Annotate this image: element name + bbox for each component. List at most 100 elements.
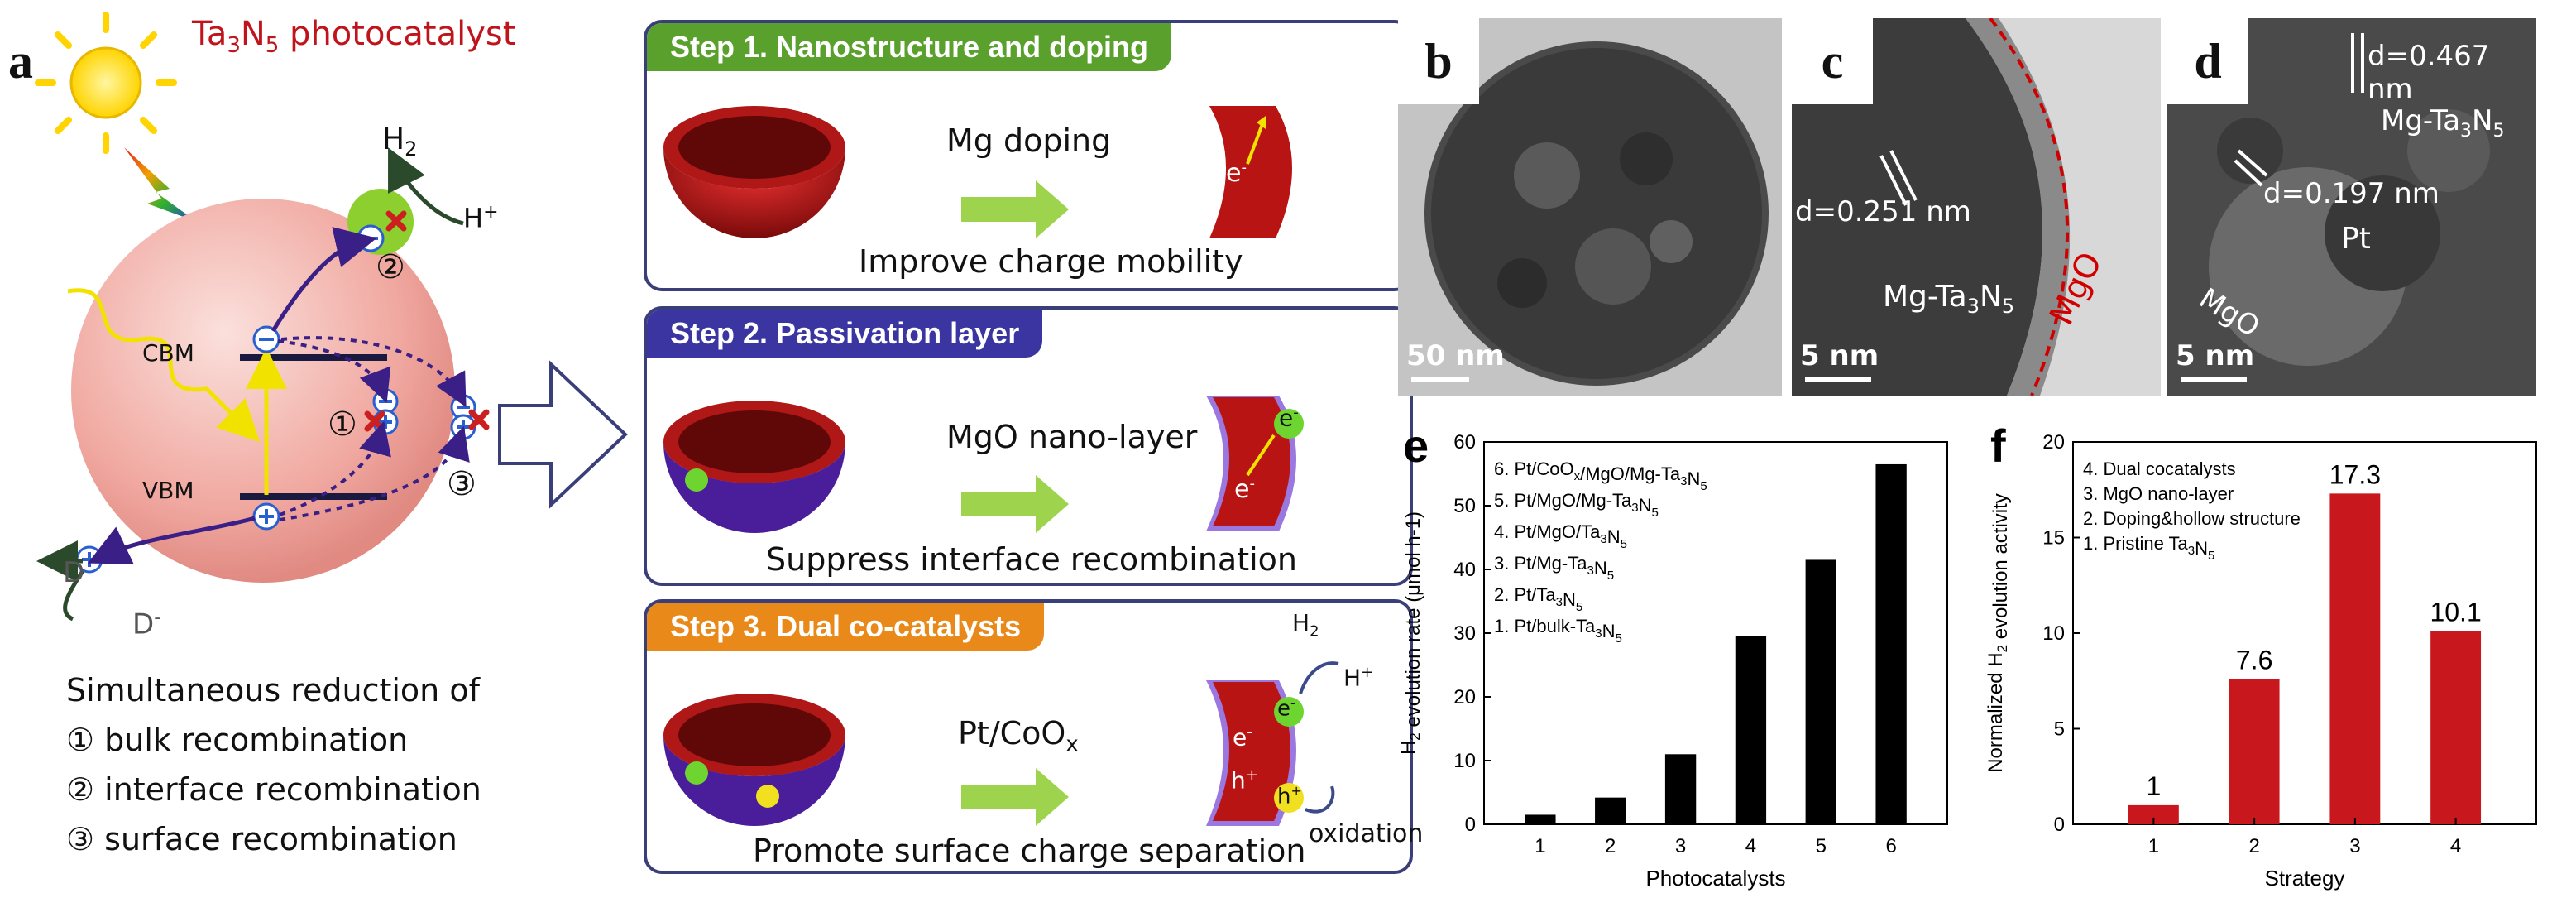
bar: [2128, 804, 2179, 824]
scale-label: 50 nm: [1406, 339, 1505, 372]
d-spacing-label: d=0.251 nm: [1795, 195, 1971, 228]
y-tick-label: 20: [2042, 431, 2065, 454]
chart-f: f051015201127.6317.3410.1StrategyNormali…: [1985, 422, 2537, 891]
electron-label: e-: [1279, 404, 1299, 432]
step-3-box: Step 3. Dual co-catalysts Pt/CoOx H2 H+ …: [644, 599, 1423, 874]
hole-icon: [252, 502, 280, 531]
panel-a-schematic: [35, 12, 628, 622]
y-tick-label: 0: [2054, 814, 2065, 836]
electron-icon: [357, 224, 385, 252]
h-plus-label: H+: [463, 202, 499, 234]
y-tick-label: 60: [1453, 431, 1476, 454]
legend-entry: 1. Pt/bulk-Ta3N5: [1494, 616, 1622, 646]
bar: [1805, 559, 1836, 824]
summary-item: ① bulk recombination: [66, 722, 409, 758]
x-tick-label: 3: [2349, 835, 2360, 857]
legend-entry: 2. Doping&hollow structure: [2083, 508, 2301, 529]
d-spacing-label: d=0.197 nm: [2263, 177, 2440, 210]
panel-a-title: Ta3N5 photocatalyst: [192, 15, 516, 58]
y-tick-label: 10: [2042, 622, 2065, 645]
bar: [1735, 636, 1767, 824]
step-3-h2: H2: [1292, 609, 1319, 641]
h2-label: H2: [382, 122, 418, 161]
step-2-box: Step 2. Passivation layer MgO nano-layer…: [644, 306, 1413, 586]
y-tick-label: 50: [1453, 495, 1476, 517]
material-label: Mg-Ta3N5: [2381, 104, 2505, 142]
scale-bar: [2181, 377, 2247, 382]
electron-label: e-: [1226, 159, 1247, 188]
cbm-label: CBM: [142, 339, 194, 367]
panel-a-label: a: [8, 34, 33, 89]
tem-image-b: b 50 nm: [1398, 18, 1782, 396]
step-3-action: Pt/CoOx: [958, 715, 1079, 757]
scale-label: 5 nm: [1800, 339, 1879, 372]
y-tick-label: 10: [1453, 750, 1476, 772]
summary-item: ③ surface recombination: [66, 821, 457, 857]
light-bolt-icon: [124, 147, 197, 222]
particle: [71, 199, 455, 583]
y-axis-label: Normalized H2 evolution activity: [1985, 493, 2012, 773]
electron-label: e-: [1277, 695, 1295, 722]
x-tick-label: 2: [1605, 835, 1616, 857]
bar: [1875, 463, 1907, 824]
tem-c-image: [1792, 18, 2161, 396]
x-axis-label: Photocatalysts: [1645, 866, 1785, 891]
tem-b-image: [1398, 18, 1782, 396]
d-label: D: [63, 556, 85, 589]
x-axis-label: Strategy: [2265, 866, 2345, 891]
summary-item: ② interface recombination: [66, 771, 481, 808]
x-tick-label: 4: [1745, 835, 1756, 857]
x-tick-label: 1: [1535, 835, 1545, 857]
sun-icon: [35, 12, 177, 154]
bar: [2329, 493, 2381, 824]
y-tick-label: 30: [1453, 622, 1476, 645]
hole-label: h+: [1277, 783, 1302, 809]
step-2-caption: Suppress interface recombination: [766, 541, 1298, 578]
x-tick-label: 6: [1885, 835, 1896, 857]
legend-entry: 3. Pt/Mg-Ta3N5: [1494, 553, 1614, 583]
scale-bar: [1805, 377, 1871, 382]
tem-b-label: b: [1398, 18, 1479, 104]
d-minus-label: D-: [132, 607, 161, 641]
marker-3: ③: [447, 465, 476, 503]
flow-arrow-icon: [498, 360, 628, 509]
data-label: 1: [2146, 771, 2161, 801]
scale-label: 5 nm: [2176, 339, 2255, 372]
marker-2: ②: [376, 248, 405, 286]
lattice-marker-icon: [1879, 150, 1918, 206]
step-3-oxidation: oxidation: [1309, 819, 1424, 848]
step-3-caption: Promote surface charge separation: [753, 833, 1306, 869]
pt-label: Pt: [2341, 222, 2371, 256]
electron-label: e-: [1233, 723, 1252, 751]
x-tick-label: 3: [1675, 835, 1686, 857]
d-spacing-label: d=0.467 nm: [2368, 40, 2490, 106]
legend-entry: 5. Pt/MgO/Mg-Ta3N5: [1494, 490, 1659, 520]
x-tick-label: 2: [2248, 835, 2259, 857]
y-tick-label: 0: [1465, 814, 1476, 836]
legend-entry: 1. Pristine Ta3N5: [2083, 533, 2214, 563]
hole-label: h+: [1231, 766, 1258, 795]
step-1-graphic: [663, 106, 1292, 238]
step-1-box: Step 1. Nanostructure and doping Mg dopi…: [644, 20, 1413, 291]
y-tick-label: 5: [2054, 718, 2065, 741]
y-tick-label: 15: [2042, 527, 2065, 550]
tem-image-d: d d=0.467 nm Mg-Ta3N5 d=0.197 nm Pt MgO …: [2167, 18, 2536, 396]
y-axis-label: H2 evolution rate (μmol h-1): [1398, 511, 1424, 755]
step-2-graphic: [663, 396, 1304, 533]
lattice-marker-icon: [2351, 33, 2364, 93]
lattice-marker-icon: [2234, 149, 2268, 187]
step-2-action: MgO nano-layer: [946, 419, 1198, 455]
legend-entry: 4. Dual cocatalysts: [2083, 458, 2236, 479]
bar: [1664, 754, 1697, 824]
tem-c-label: c: [1792, 18, 1873, 104]
step-1-caption: Improve charge mobility: [859, 243, 1243, 280]
step-2-tag: Step 2. Passivation layer: [647, 310, 1043, 358]
panel-label: e: [1403, 422, 1429, 472]
material-label: Mg-Ta3N5: [1883, 280, 2015, 319]
step-1-tag: Step 1. Nanostructure and doping: [647, 23, 1172, 71]
x-tick-label: 4: [2450, 835, 2461, 857]
legend-entry: 6. Pt/CoOx/MgO/Mg-Ta3N5: [1494, 458, 1707, 493]
step-3-tag: Step 3. Dual co-catalysts: [647, 603, 1045, 651]
electron-label: e-: [1234, 475, 1255, 504]
